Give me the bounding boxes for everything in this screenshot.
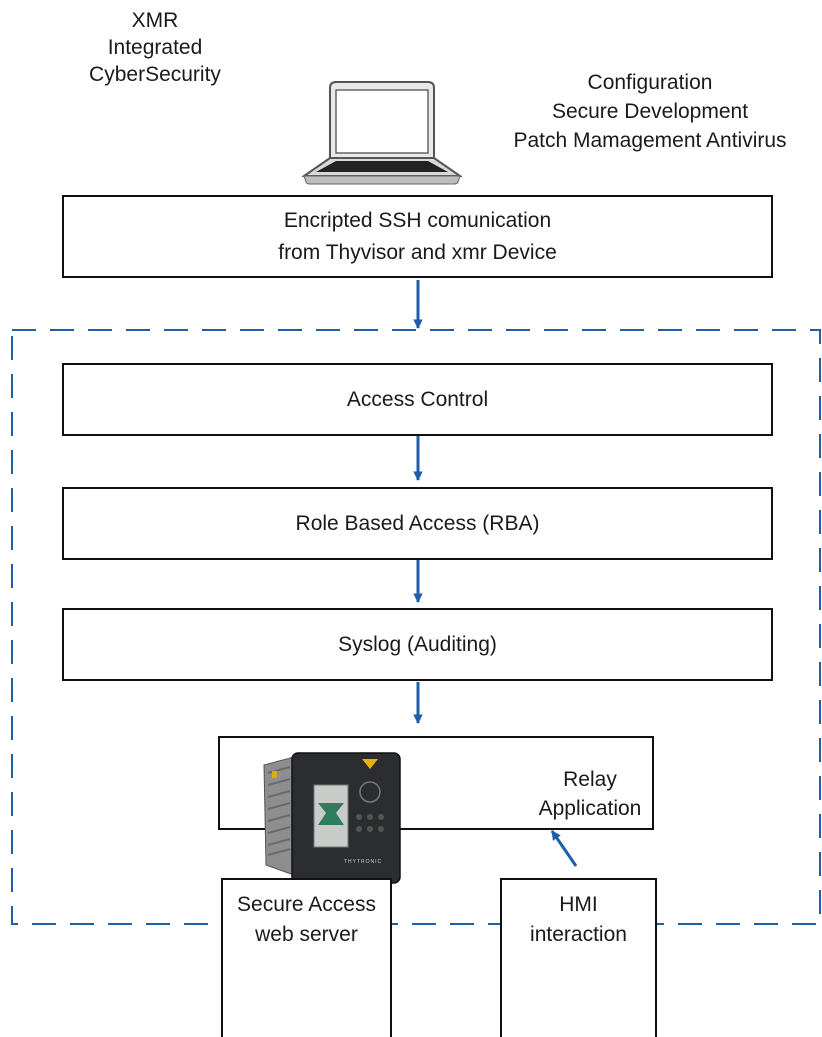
access-control-label: Access Control [346,387,489,411]
title-line-3: CyberSecurity [89,63,221,86]
hmi-line-1: HMI [559,893,598,916]
secure-access-line-2: web server [255,923,358,946]
relay-line-2: Application [538,797,642,820]
rba-box: Role Based Access (RBA) [62,487,773,560]
secure-access-line-1: Secure Access [237,893,376,916]
ssh-line-2: from Thyvisor and xmr Device [278,240,557,264]
laptop-icon [302,81,462,185]
features-line-3: Patch Mamagement Antivirus [513,129,787,152]
hmi-box: HMI interaction [500,878,657,1037]
features-line-1: Configuration [587,71,713,94]
rba-label: Role Based Access (RBA) [295,511,540,535]
device-brand: THYTRONIC [344,859,382,865]
relay-line-1: Relay [563,768,617,791]
syslog-box: Syslog (Auditing) [62,608,773,681]
features-line-2: Secure Development [551,100,749,123]
protection-relay-device-icon: THYTRONIC [260,745,404,889]
secure-access-box: Secure Access web server [221,878,392,1037]
ssh-line-1: Encripted SSH comunication [283,208,552,232]
hmi-line-2: interaction [530,923,627,946]
title-block: XMR Integrated CyberSecurity [40,7,270,88]
access-control-box: Access Control [62,363,773,436]
syslog-label: Syslog (Auditing) [338,632,497,656]
title-line-1: XMR [131,9,179,32]
arrow-hmi-to-relay [550,830,578,867]
relay-label: Relay Application [520,765,660,823]
security-boundary [11,329,821,925]
ssh-communication-box: Encripted SSH comunication from Thyvisor… [62,195,773,278]
features-block: Configuration Secure Development Patch M… [480,68,820,155]
title-line-2: Integrated [107,36,203,59]
